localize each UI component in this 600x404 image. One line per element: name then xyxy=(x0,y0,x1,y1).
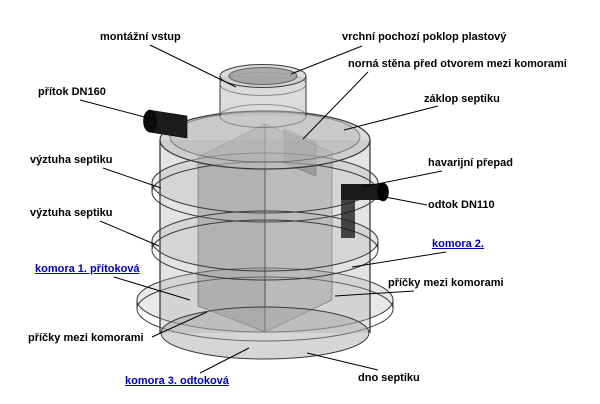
label-odtok-dn110: odtok DN110 xyxy=(428,199,495,211)
label-komora-3-odtokova: komora 3. odtoková xyxy=(125,375,229,387)
tank-bottom xyxy=(160,306,370,360)
label-vyztuha-septiku-1: výztuha septiku xyxy=(30,154,113,166)
leader-komora-3 xyxy=(199,347,250,374)
leader-pritok xyxy=(79,99,157,121)
tank-side-edges xyxy=(159,140,371,333)
leader-vrchni-poklop xyxy=(290,45,363,75)
label-pricky-mezi-komorami-right: příčky mezi komorami xyxy=(388,277,504,289)
label-komora-1-pritokova: komora 1. přítoková xyxy=(35,263,140,275)
reinforcement-ring-2 xyxy=(151,210,379,281)
inflow-pipe xyxy=(143,109,188,139)
tank-neck xyxy=(219,64,307,128)
leader-komora-2 xyxy=(351,251,447,268)
label-pricky-mezi-komorami-left: příčky mezi komorami xyxy=(28,332,144,344)
label-zaklop-septiku: záklop septiku xyxy=(424,93,500,105)
neck-opening xyxy=(228,67,298,85)
leader-pricky-right xyxy=(334,290,415,297)
leader-vyztuha-2 xyxy=(99,220,160,247)
leader-vyztuha-1 xyxy=(102,167,162,189)
leader-odtok xyxy=(384,196,428,206)
leader-havarijni-prepad xyxy=(361,170,443,188)
outflow-pipe xyxy=(341,182,389,202)
label-komora-2: komora 2. xyxy=(432,238,484,250)
label-pritok-dn160: přítok DN160 xyxy=(38,86,106,98)
label-norna-stena: norná stěna před otvorem mezi komorami xyxy=(348,58,567,70)
leader-lines xyxy=(79,44,447,374)
leader-komora-1 xyxy=(113,276,191,301)
leader-dno xyxy=(306,352,379,371)
label-dno-septiku: dno septiku xyxy=(358,372,420,384)
leader-norna-stena xyxy=(302,71,369,140)
leader-zaklop xyxy=(343,105,439,131)
tank-lid xyxy=(159,110,371,170)
label-havarijni-prepad: havarijní přepad xyxy=(428,157,513,169)
label-vrchni-poklop: vrchní pochozí poklop plastový xyxy=(342,31,507,43)
label-vyztuha-septiku-2: výztuha septiku xyxy=(30,207,113,219)
leader-pricky-left xyxy=(151,311,208,338)
leader-montazni-vstup xyxy=(149,44,237,88)
label-montazni-vstup: montážní vstup xyxy=(100,31,181,43)
